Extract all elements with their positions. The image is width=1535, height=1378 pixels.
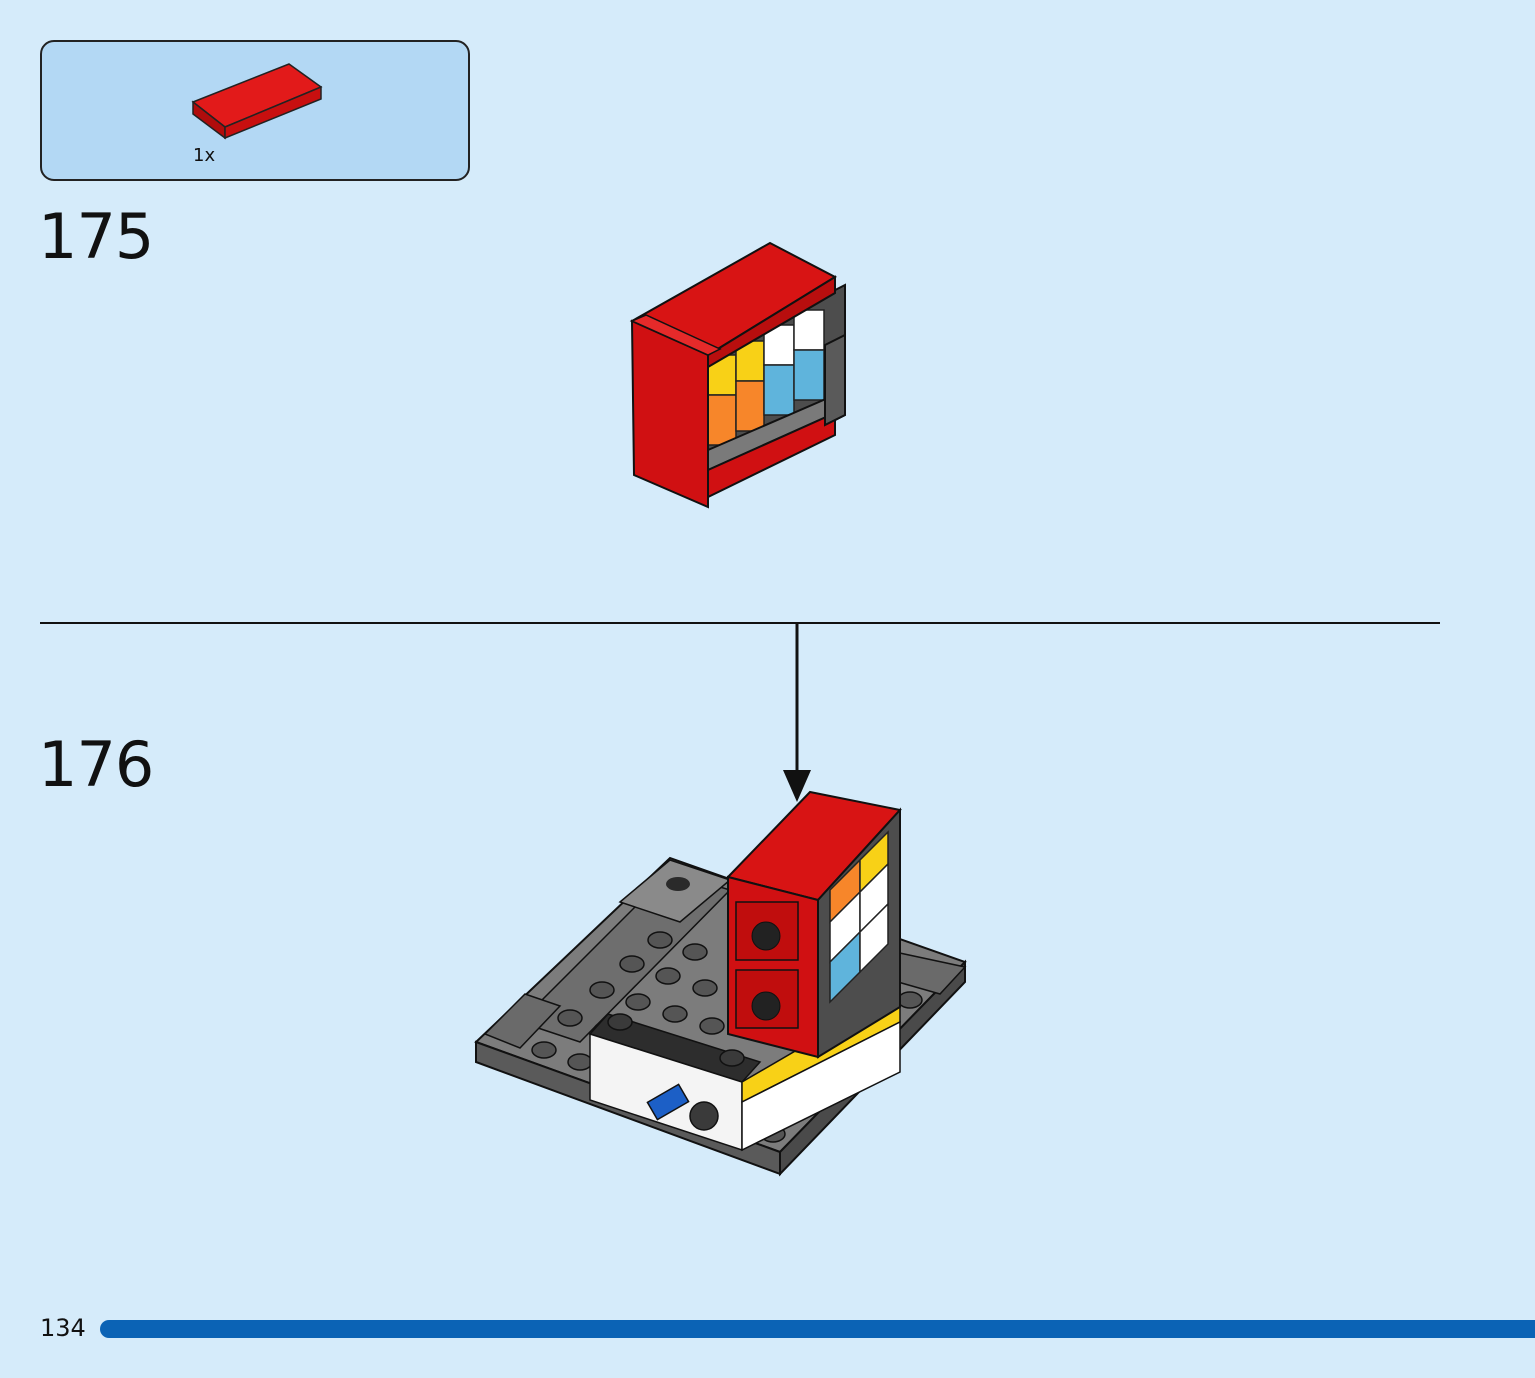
page-progress-bar xyxy=(100,1320,1535,1338)
page-number: 134 xyxy=(40,1314,86,1342)
part-quantity: 1x xyxy=(193,145,216,166)
step-number-175: 175 xyxy=(38,200,154,273)
blue-pin-icon xyxy=(646,1083,690,1121)
step-175-cooler-model xyxy=(629,241,846,509)
step-divider xyxy=(40,622,1440,624)
step-176-assembly-model xyxy=(474,624,967,1177)
parts-callout: 1x xyxy=(40,40,470,181)
red-tile-2x4-icon xyxy=(191,63,323,140)
step-number-176: 176 xyxy=(38,728,154,801)
black-pin-icon xyxy=(689,1101,719,1131)
